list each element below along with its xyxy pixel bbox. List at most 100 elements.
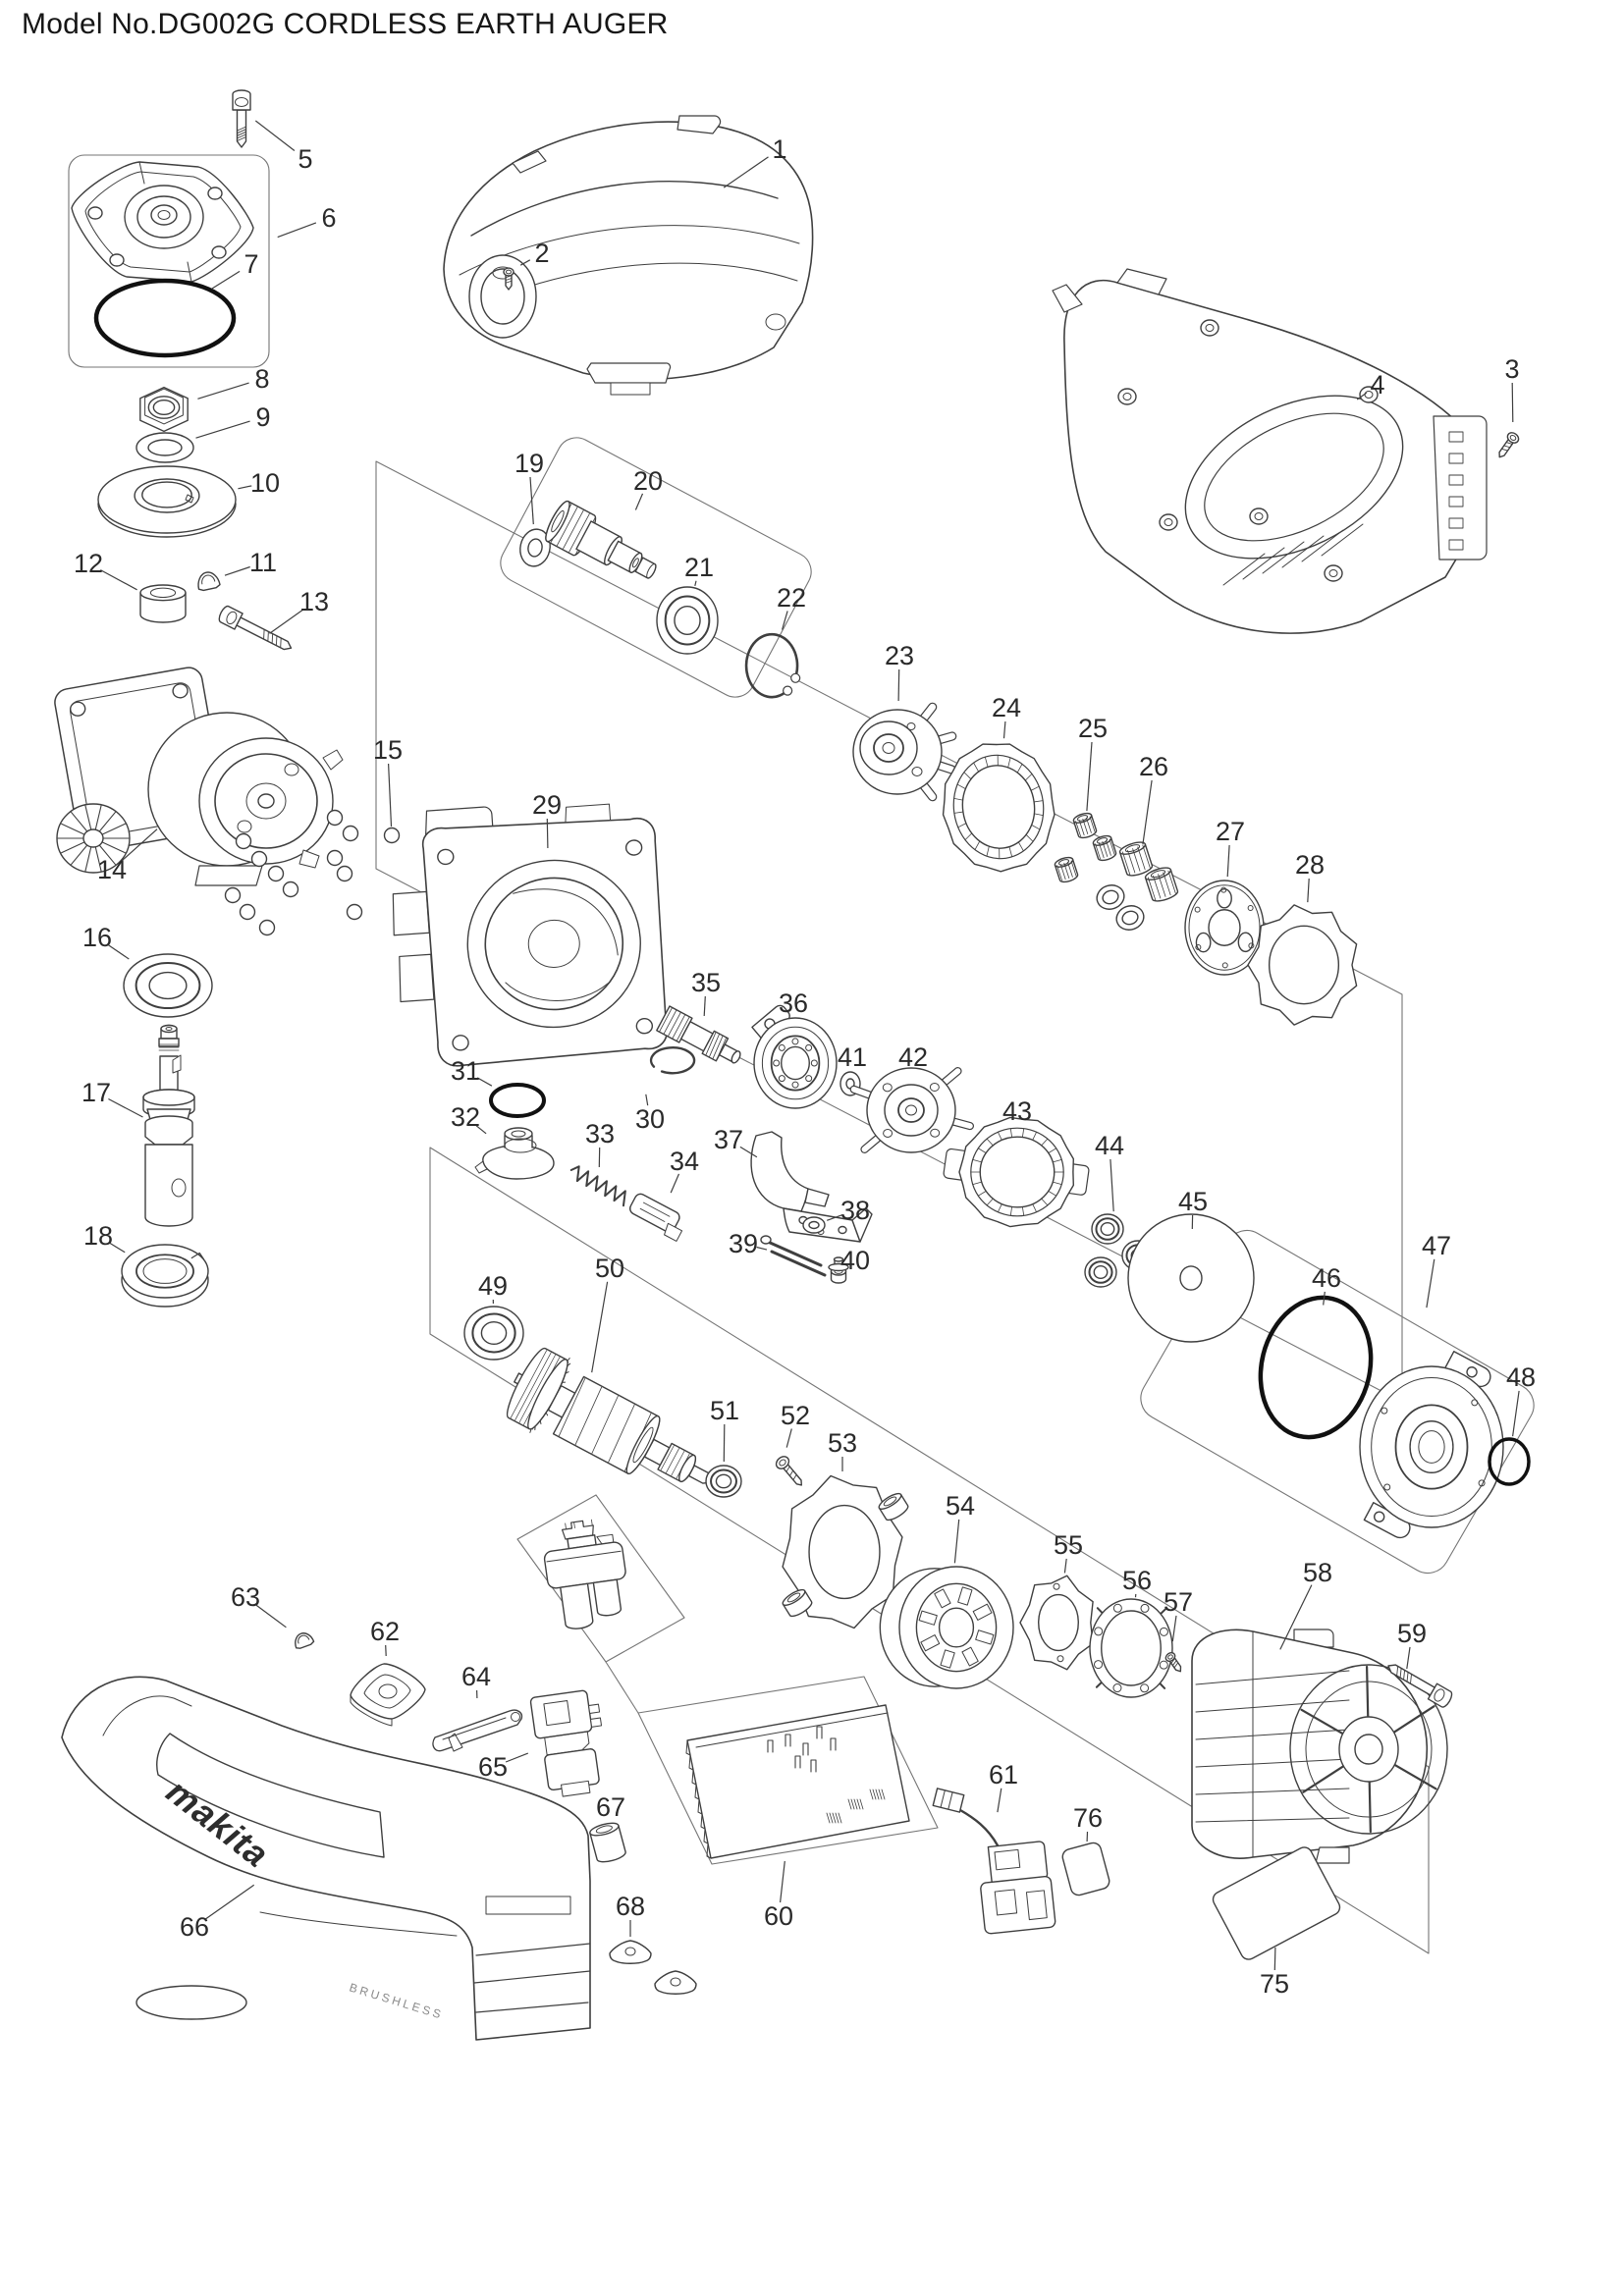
part-leader-3 [1511, 382, 1514, 423]
part-label-58: 58 [1303, 1558, 1332, 1587]
part-label-56: 56 [1122, 1566, 1152, 1595]
extra-bottle [543, 1519, 626, 1629]
part-26 [1096, 841, 1179, 931]
part-leader-17 [108, 1097, 143, 1118]
part-label-43: 43 [1002, 1096, 1032, 1126]
part-54 [879, 1566, 1014, 1689]
part-label-12: 12 [74, 549, 103, 578]
part-21 [656, 586, 719, 655]
part-label-24: 24 [992, 693, 1021, 722]
part-63 [295, 1632, 315, 1649]
part-label-40: 40 [840, 1246, 870, 1275]
part-leader-23 [897, 668, 900, 702]
part-label-59: 59 [1397, 1619, 1427, 1648]
part-label-32: 32 [451, 1102, 480, 1132]
part-leader-1 [723, 156, 769, 188]
part-leader-31 [476, 1077, 493, 1087]
part-64 [432, 1709, 523, 1752]
part-leader-60 [780, 1860, 785, 1903]
part-label-28: 28 [1295, 850, 1325, 880]
part-12 [139, 584, 187, 623]
part-4 [1052, 268, 1488, 634]
part-28 [1247, 904, 1358, 1026]
part-leader-14 [121, 828, 158, 862]
part-3 [1498, 432, 1520, 458]
part-label-41: 41 [838, 1042, 867, 1072]
part-leader-44 [1110, 1158, 1114, 1212]
group-box-2 [68, 154, 270, 368]
part-label-29: 29 [532, 790, 562, 820]
part-leader-54 [953, 1519, 960, 1564]
part-label-13: 13 [299, 587, 329, 616]
part-leader-59 [1406, 1646, 1411, 1670]
part-1 [443, 115, 814, 396]
part-label-1: 1 [772, 134, 786, 164]
part-label-33: 33 [585, 1119, 615, 1148]
part-leader-18 [109, 1242, 126, 1254]
part-13 [218, 605, 293, 651]
part-65 [529, 1689, 603, 1797]
part-label-38: 38 [840, 1196, 870, 1225]
part-8 [139, 386, 189, 433]
part-46 [1258, 1295, 1374, 1440]
part-label-52: 52 [781, 1401, 810, 1430]
part-label-30: 30 [635, 1104, 665, 1134]
part-leader-6 [277, 222, 317, 239]
part-27 [1184, 880, 1265, 976]
part-leader-32 [475, 1125, 487, 1135]
part-leader-35 [703, 995, 706, 1017]
part-label-75: 75 [1260, 1969, 1289, 1999]
part-68 [609, 1940, 697, 1995]
part-label-61: 61 [989, 1760, 1018, 1789]
part-16 [123, 953, 213, 1018]
part-38 [802, 1216, 826, 1234]
part-label-39: 39 [729, 1229, 758, 1258]
part-label-53: 53 [828, 1428, 857, 1458]
part-leader-37 [739, 1146, 758, 1158]
part-40 [828, 1256, 849, 1284]
part-59 [1387, 1664, 1453, 1708]
part-label-16: 16 [82, 923, 112, 952]
part-label-67: 67 [596, 1792, 625, 1822]
part-label-26: 26 [1139, 752, 1168, 781]
part-2 [503, 267, 514, 291]
part-label-62: 62 [370, 1617, 400, 1646]
part-58 [1191, 1629, 1448, 1864]
part-leader-16 [108, 944, 130, 960]
part-14 [54, 667, 344, 886]
part-leader-8 [197, 382, 249, 400]
part-35 [656, 1005, 741, 1064]
part-47 [1359, 1351, 1504, 1539]
part-leader-34 [670, 1173, 680, 1194]
part-label-14: 14 [97, 855, 127, 884]
part-label-19: 19 [514, 449, 544, 478]
part-24 [942, 743, 1056, 873]
part-label-46: 46 [1312, 1263, 1341, 1293]
part-leader-20 [634, 493, 644, 510]
part-label-27: 27 [1216, 817, 1245, 846]
labels: 1234567891011121314151617181920212223242… [74, 120, 1536, 1999]
part-label-35: 35 [691, 968, 721, 997]
part-37 [750, 1131, 873, 1243]
part-label-37: 37 [714, 1125, 743, 1154]
part-leader-11 [224, 565, 250, 576]
part-leader-28 [1307, 878, 1310, 903]
part-label-20: 20 [633, 466, 663, 496]
part-leader-39 [756, 1246, 768, 1251]
part-9 [135, 432, 194, 463]
part-49 [463, 1306, 524, 1361]
part-55 [1019, 1575, 1094, 1671]
part-leader-10 [238, 485, 252, 490]
part-leader-58 [1279, 1584, 1313, 1650]
part-leader-5 [254, 120, 296, 151]
part-39 [760, 1235, 827, 1277]
part-label-60: 60 [764, 1901, 793, 1931]
part-label-9: 9 [255, 402, 270, 432]
part-label-42: 42 [898, 1042, 928, 1072]
part-leader-21 [694, 580, 697, 587]
part-33 [569, 1165, 626, 1207]
part-52 [775, 1456, 802, 1486]
part-23 [852, 702, 957, 802]
